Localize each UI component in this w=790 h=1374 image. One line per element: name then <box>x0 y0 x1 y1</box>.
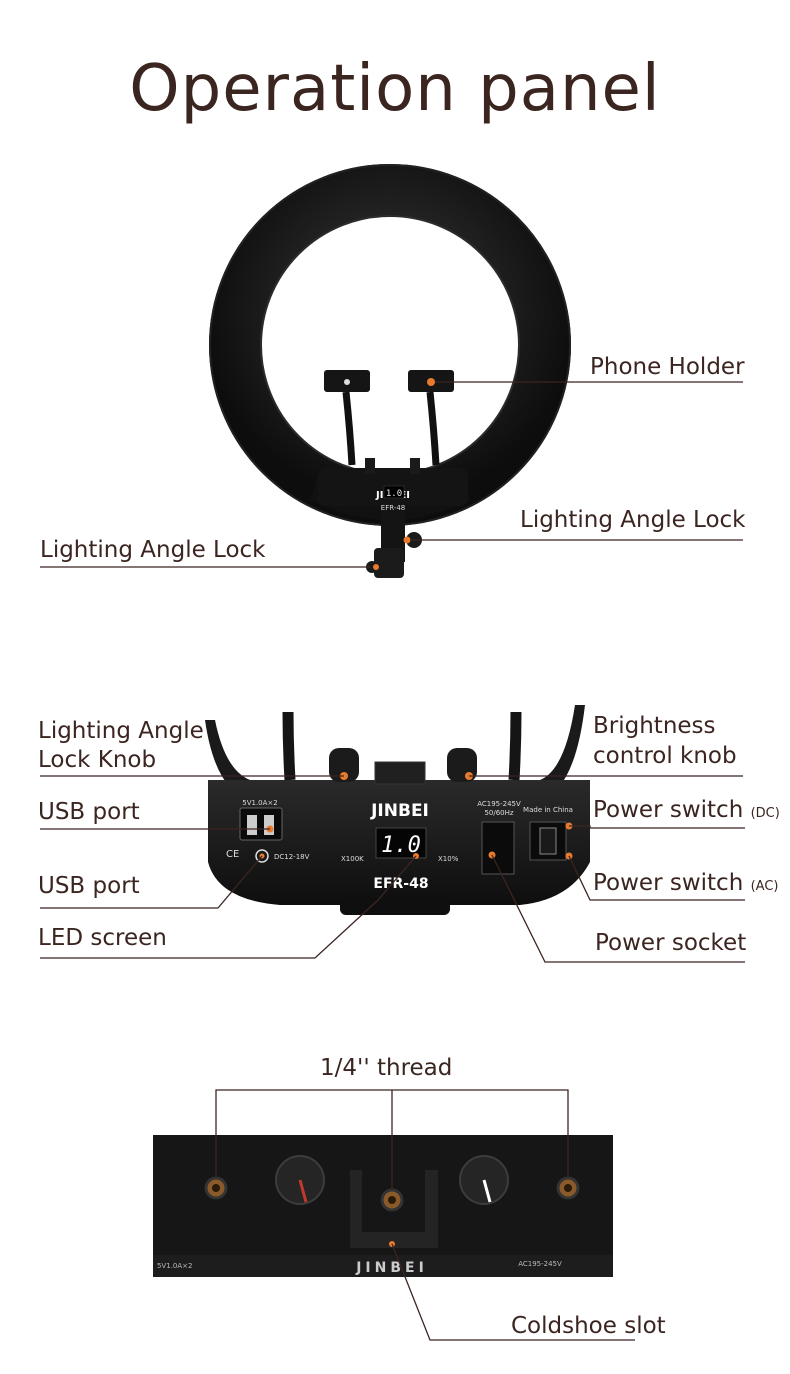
panel-dc-spec: DC12-18V <box>274 853 310 861</box>
section2-leaders <box>40 775 745 963</box>
svg-text:CE: CE <box>226 849 239 860</box>
label-angle-lock-right: Lighting Angle Lock <box>520 507 746 533</box>
panel-made-in: Made in China <box>523 806 573 814</box>
page-title: Operation panel <box>129 52 661 126</box>
label-brightness-line2: control knob <box>593 743 737 769</box>
phone-holder-marker <box>427 378 435 386</box>
label-coldshoe: Coldshoe slot <box>511 1313 666 1339</box>
label-power-switch-ac: Power switch (AC) <box>593 868 778 902</box>
label-angle-knob-line2: Lock Knob <box>38 747 157 773</box>
panel-temp-unit: X100K <box>341 855 364 863</box>
panel-ac-spec-2: 50/60Hz <box>484 809 513 817</box>
control-panel-illustration: JINBEI 5V1.0A×2 CE DC12-18V 1.0 X100K X1… <box>205 705 590 915</box>
led-value-small: 1.0 <box>386 489 402 499</box>
ring-light-illustration: JINBEI 1.0 EFR-48 <box>209 164 571 578</box>
bottom-closeup-illustration: JINBEI 5V1.0A×2 AC195-245V <box>153 1135 613 1277</box>
label-angle-knob-line1: Lighting Angle <box>38 718 204 744</box>
label-usb-port-2: USB port <box>38 873 140 899</box>
label-phone-holder: Phone Holder <box>590 354 745 380</box>
label-brightness-line1: Brightness <box>593 713 716 739</box>
panel-brand: JINBEI <box>370 801 429 821</box>
bottom-brand: JINBEI <box>355 1260 428 1276</box>
panel-model: EFR-48 <box>373 876 428 892</box>
label-power-switch-dc: Power switch (DC) <box>593 795 780 829</box>
bottom-usb-spec: 5V1.0A×2 <box>157 1262 192 1270</box>
angle-lock-left-marker <box>373 564 379 570</box>
angle-lock-right-marker <box>403 536 411 544</box>
dc-tag: (DC) <box>750 806 780 821</box>
label-angle-lock-left: Lighting Angle Lock <box>40 537 266 563</box>
label-power-socket: Power socket <box>595 930 747 956</box>
power-switch-ac-text: Power switch <box>593 870 744 896</box>
panel-usb-spec: 5V1.0A×2 <box>242 799 277 807</box>
ac-tag: (AC) <box>750 879 779 894</box>
power-switch-dc-text: Power switch <box>593 797 744 823</box>
panel-ac-spec-1: AC195-245V <box>477 800 521 808</box>
section1-leaders <box>40 381 743 568</box>
bottom-ac-spec: AC195-245V <box>518 1260 562 1268</box>
label-led-screen: LED screen <box>38 925 167 951</box>
label-usb-port-1: USB port <box>38 799 140 825</box>
panel-bright-unit: X10% <box>438 855 459 863</box>
model-small: EFR-48 <box>381 504 405 512</box>
section3-leaders <box>215 1089 635 1341</box>
label-thread: 1/4'' thread <box>320 1055 453 1081</box>
